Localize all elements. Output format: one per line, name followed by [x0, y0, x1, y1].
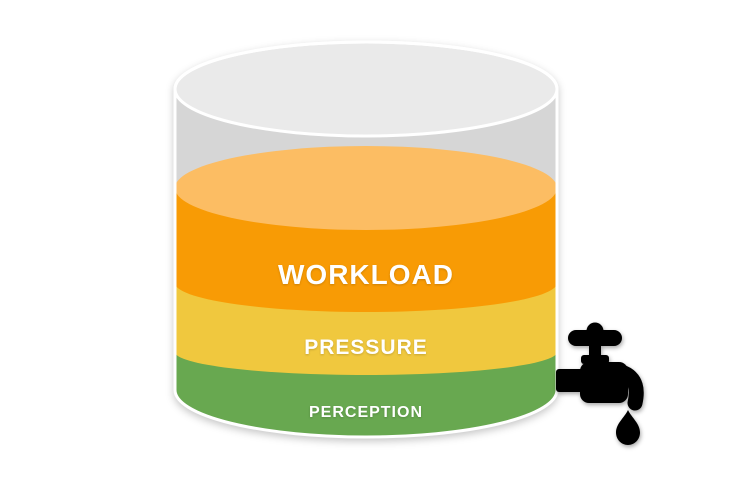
- layer-perception: [175, 352, 557, 437]
- faucet-pipe: [556, 369, 584, 392]
- water-drop-icon: [616, 410, 640, 445]
- liquid-surface-ellipse: [175, 146, 557, 230]
- faucet-handle-knob: [586, 322, 604, 340]
- faucet-flange: [581, 355, 609, 364]
- layer-label-workload: WORKLOAD: [278, 259, 454, 290]
- faucet-stem: [589, 344, 601, 358]
- faucet-icon: [556, 322, 644, 445]
- layer-label-perception: PERCEPTION: [308, 404, 423, 421]
- container-cylinder: [173, 40, 559, 439]
- layer-label-pressure: PRESSURE: [304, 336, 428, 359]
- faucet-spout: [602, 362, 644, 411]
